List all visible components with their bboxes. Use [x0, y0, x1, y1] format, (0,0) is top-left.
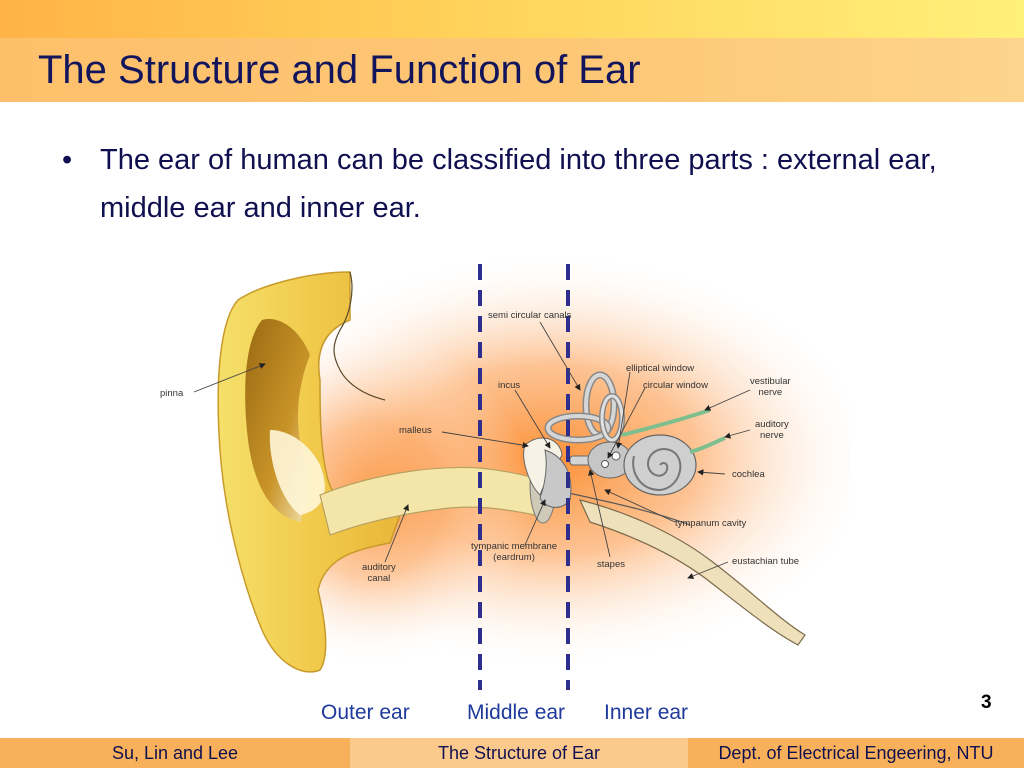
title-bar	[0, 38, 1024, 102]
label-semi-circular-canals: semi circular canals	[488, 310, 572, 321]
label-auditory-canal-line2: canal	[367, 573, 391, 584]
label-auditory-nerve: auditory nerve	[755, 419, 789, 441]
footer-bar: Su, Lin and Lee The Structure of Ear Dep…	[0, 738, 1024, 768]
ear-illustration	[193, 260, 850, 690]
pointer-malleus	[441, 431, 529, 449]
concha-highlight	[269, 430, 325, 515]
label-eustachian-tube: eustachian tube	[732, 556, 800, 567]
label-tympanic-line1: tympanic membrane	[471, 541, 558, 552]
bullet-marker: •	[62, 144, 73, 176]
pointer-circular	[607, 387, 646, 459]
footer-department: Dept. of Electrical Engeering, NTU	[688, 738, 1024, 768]
auditory-nerve-shape	[689, 436, 726, 454]
pointer-stapes	[588, 469, 611, 558]
label-circular-window: circular window	[643, 380, 708, 391]
label-malleus: malleus	[399, 425, 432, 436]
pointer-auditory-nerve	[724, 429, 751, 439]
pointer-auditory-canal	[384, 504, 409, 563]
label-tympanic-line2: (eardrum)	[493, 552, 535, 563]
label-vestibular-nerve: vestibular nerve	[750, 376, 791, 398]
label-auditory-canal-line1: auditory	[362, 562, 396, 573]
pointer-eustachian	[687, 561, 729, 579]
label-tympanic-membrane: tympanic membrane (eardrum)	[471, 541, 557, 563]
label-auditory-canal: auditory canal	[362, 562, 396, 584]
label-stapes: stapes	[597, 559, 625, 570]
pointer-incus	[514, 389, 551, 449]
canal-b-inner	[546, 414, 610, 442]
label-tympanum-cavity: tympanum cavity	[675, 518, 747, 529]
vestibular-nerve-shape	[621, 408, 711, 437]
label-incus: incus	[498, 380, 521, 391]
pointer-pinna	[193, 363, 266, 393]
label-cochlea: cochlea	[732, 469, 765, 480]
label-middle-ear: Middle ear	[467, 701, 566, 724]
canal-c-inner	[600, 394, 624, 442]
label-vestibular-line1: vestibular	[750, 376, 791, 387]
head-outline	[333, 271, 386, 401]
label-vestibular-line2: nerve	[758, 387, 783, 398]
slide-title: The Structure and Function of Ear	[38, 48, 641, 92]
bullet-text: The ear of human can be classified into …	[100, 144, 937, 224]
elliptical-window-shape	[611, 451, 621, 461]
pointer-semicircular	[539, 321, 581, 391]
incus-shape	[539, 449, 572, 508]
pointer-cochlea	[697, 469, 726, 476]
label-auditory-nerve-line2: nerve	[760, 430, 784, 441]
label-elliptical-window: elliptical window	[626, 363, 695, 374]
page-number: 3	[981, 692, 992, 713]
cochlea-spiral	[632, 448, 682, 492]
pointer-vestibular	[704, 389, 751, 411]
eustachian-tube-shape	[578, 499, 806, 646]
pointer-tympanic	[524, 499, 546, 546]
footer-topic: The Structure of Ear	[350, 738, 688, 768]
label-pinna: pinna	[160, 388, 184, 399]
circular-window-shape	[601, 460, 609, 468]
pointer-tympanum	[604, 489, 676, 523]
top-accent-band	[0, 0, 1024, 38]
label-inner-ear: Inner ear	[604, 701, 689, 724]
footer-authors: Su, Lin and Lee	[0, 738, 350, 768]
label-outer-ear: Outer ear	[321, 701, 410, 724]
ear-diagram: pinna semi circular canals incus ellipti…	[150, 260, 850, 690]
label-auditory-nerve-line1: auditory	[755, 419, 789, 430]
